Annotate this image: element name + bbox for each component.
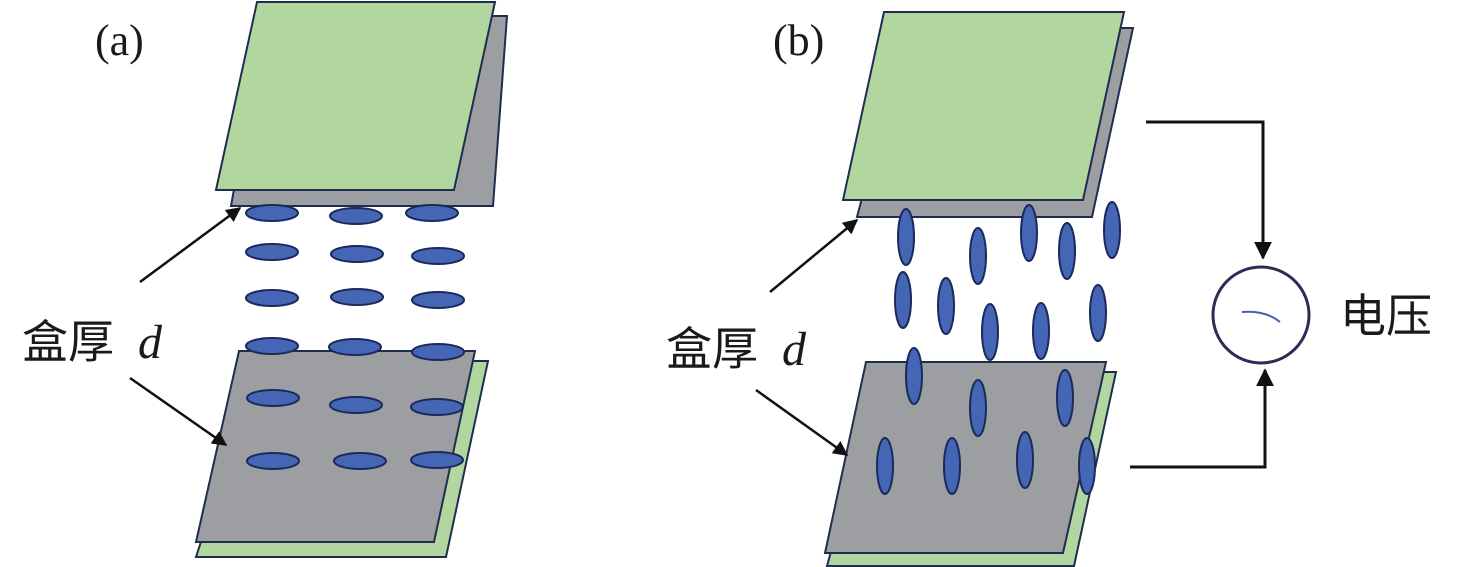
top-glass <box>841 11 1126 201</box>
lc-molecule <box>246 452 300 470</box>
lc-molecule <box>1016 431 1034 489</box>
arrow-to-top-plate-b <box>769 219 859 293</box>
ac-voltage-source-icon <box>1211 265 1311 365</box>
molecules-vertical <box>894 201 1121 361</box>
panel-b: (b) 盒厚 d 电压 <box>666 11 1432 567</box>
lc-molecule <box>969 227 987 285</box>
lc-molecule <box>245 337 299 355</box>
bottom-electrode <box>194 350 477 543</box>
panel-b-label: (b) <box>773 16 824 65</box>
thickness-symbol-b: d <box>782 323 807 376</box>
lc-molecule <box>411 343 465 361</box>
lc-molecule <box>410 451 464 469</box>
lc-molecule <box>410 398 464 416</box>
molecules-horizontal <box>245 204 465 470</box>
bottom-electrode <box>823 361 1108 554</box>
lc-molecule <box>1103 201 1121 259</box>
arrow-to-bottom-plate-b <box>755 388 849 457</box>
lc-molecule <box>245 243 299 261</box>
lc-molecule <box>1058 222 1076 280</box>
lc-molecule <box>981 303 999 361</box>
lc-molecule <box>411 291 465 309</box>
lc-molecule <box>943 437 961 495</box>
wire-bottom <box>1130 368 1274 469</box>
lc-molecule <box>245 204 299 222</box>
lc-molecule <box>405 204 459 222</box>
lc-molecule <box>905 347 923 405</box>
thickness-symbol-a: d <box>138 316 163 369</box>
wire-top <box>1146 120 1272 260</box>
lc-molecule <box>969 379 987 437</box>
lc-molecule <box>330 245 384 263</box>
lc-molecule <box>897 208 915 266</box>
panel-a: (a) 盒厚 d <box>22 1 509 558</box>
lc-molecule <box>246 389 300 407</box>
panel-a-label: (a) <box>95 16 144 65</box>
thickness-label-a: 盒厚 <box>22 315 114 369</box>
arrow-to-bottom-plate-a <box>129 376 228 447</box>
lc-molecule <box>245 289 299 307</box>
lc-molecule <box>876 437 894 495</box>
thickness-label-b: 盒厚 <box>666 322 758 376</box>
top-glass <box>214 1 497 191</box>
lc-molecule <box>1089 284 1107 342</box>
arrow-to-top-plate-a <box>139 206 242 284</box>
lc-molecule <box>1020 204 1038 262</box>
lc-molecule <box>328 338 382 356</box>
molecules-vertical-front <box>876 347 1096 495</box>
lc-molecule <box>937 277 955 335</box>
voltage-label: 电压 <box>1340 289 1432 343</box>
lc-molecule <box>333 452 387 470</box>
lc-molecule <box>330 288 384 306</box>
lc-molecule <box>329 396 383 414</box>
lc-molecule <box>1056 369 1074 427</box>
lc-molecule <box>411 247 465 265</box>
lc-molecule <box>329 207 383 225</box>
lc-molecule <box>1078 437 1096 495</box>
lc-molecule <box>1032 302 1050 360</box>
lc-molecule <box>894 271 912 329</box>
